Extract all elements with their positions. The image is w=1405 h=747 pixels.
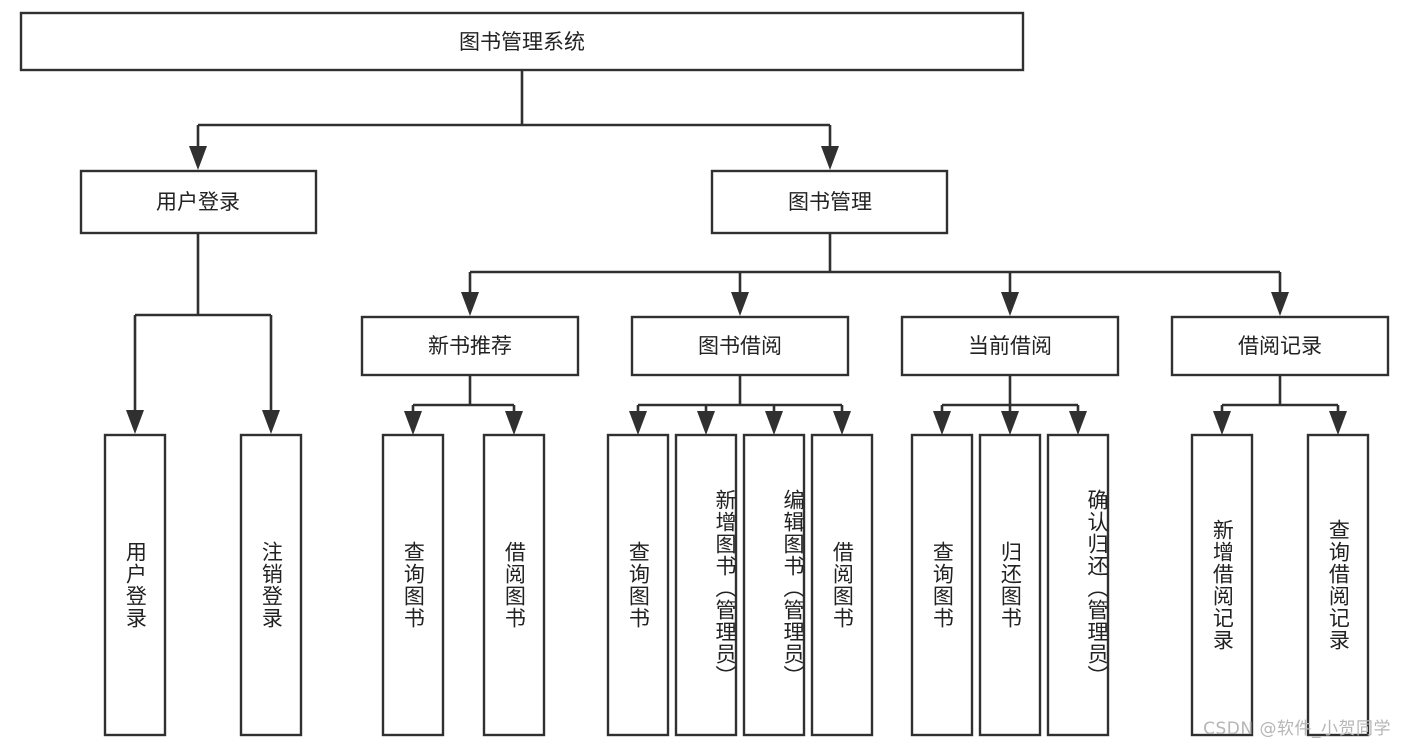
node-book-borrow-label: 图书借阅 (698, 334, 782, 358)
node-leaf-br-query[interactable] (1306, 433, 1370, 737)
arrow-head-bb-borrow (833, 411, 851, 435)
node-borrow-record[interactable] (1170, 315, 1390, 377)
arrow-head-bb-add (697, 411, 715, 435)
node-leaf-bb-borrow[interactable] (810, 433, 874, 737)
arrow-head-nb-borrow (505, 411, 523, 435)
node-user-login[interactable] (79, 169, 318, 235)
node-user-login-label: 用户登录 (156, 190, 240, 214)
node-leaf-user-login[interactable] (103, 433, 167, 737)
node-leaf-cb-confirm[interactable] (1046, 433, 1110, 737)
node-book-manage[interactable] (710, 169, 949, 235)
arrow-head-br-add (1213, 411, 1231, 435)
arrow-head-user-login (189, 146, 207, 170)
arrow-head-nb-query (404, 411, 422, 435)
arrow-head-cb-confirm (1069, 411, 1087, 435)
node-book-borrow[interactable] (630, 315, 850, 377)
arrow-head-book-borrow (731, 292, 749, 316)
arrow-head-bb-edit (765, 411, 783, 435)
node-root-label: 图书管理系统 (459, 30, 585, 54)
node-root[interactable] (19, 11, 1025, 72)
watermark-text: CSDN @软件_小贺同学 (1203, 719, 1391, 739)
arrow-head-book-manage (821, 146, 839, 170)
arrow-head-leaf-user-login (126, 410, 144, 434)
arrow-head-new-book (461, 292, 479, 316)
arrow-head-current-borrow (1001, 292, 1019, 316)
arrow-head-leaf-logout (262, 410, 280, 434)
arrow-head-cb-return (1001, 411, 1019, 435)
node-leaf-bb-query[interactable] (606, 433, 670, 737)
node-current-borrow[interactable] (900, 315, 1120, 377)
node-current-borrow-label: 当前借阅 (968, 334, 1052, 358)
node-book-manage-label: 图书管理 (788, 190, 872, 214)
node-leaf-cb-query[interactable] (910, 433, 974, 737)
node-leaf-bb-edit[interactable] (742, 433, 806, 737)
node-new-book[interactable] (360, 315, 580, 377)
node-borrow-record-label: 借阅记录 (1238, 334, 1322, 358)
arrow-head-cb-query (933, 411, 951, 435)
nodes-layer: 图书管理系统 用户登录 图书管理 新书推荐 图书借阅 当前借阅 借阅记录 (19, 11, 1390, 737)
node-leaf-nb-query[interactable] (381, 433, 445, 737)
node-leaf-bb-add[interactable] (674, 433, 738, 737)
node-leaf-nb-borrow[interactable] (482, 433, 546, 737)
node-leaf-logout[interactable] (239, 433, 303, 737)
arrow-head-bb-query (629, 411, 647, 435)
node-leaf-br-add[interactable] (1190, 433, 1254, 737)
arrow-head-borrow-record (1271, 292, 1289, 316)
node-leaf-cb-return[interactable] (978, 433, 1042, 737)
connectors-layer (126, 70, 1347, 435)
arrow-head-br-query (1329, 411, 1347, 435)
node-new-book-label: 新书推荐 (428, 334, 512, 358)
